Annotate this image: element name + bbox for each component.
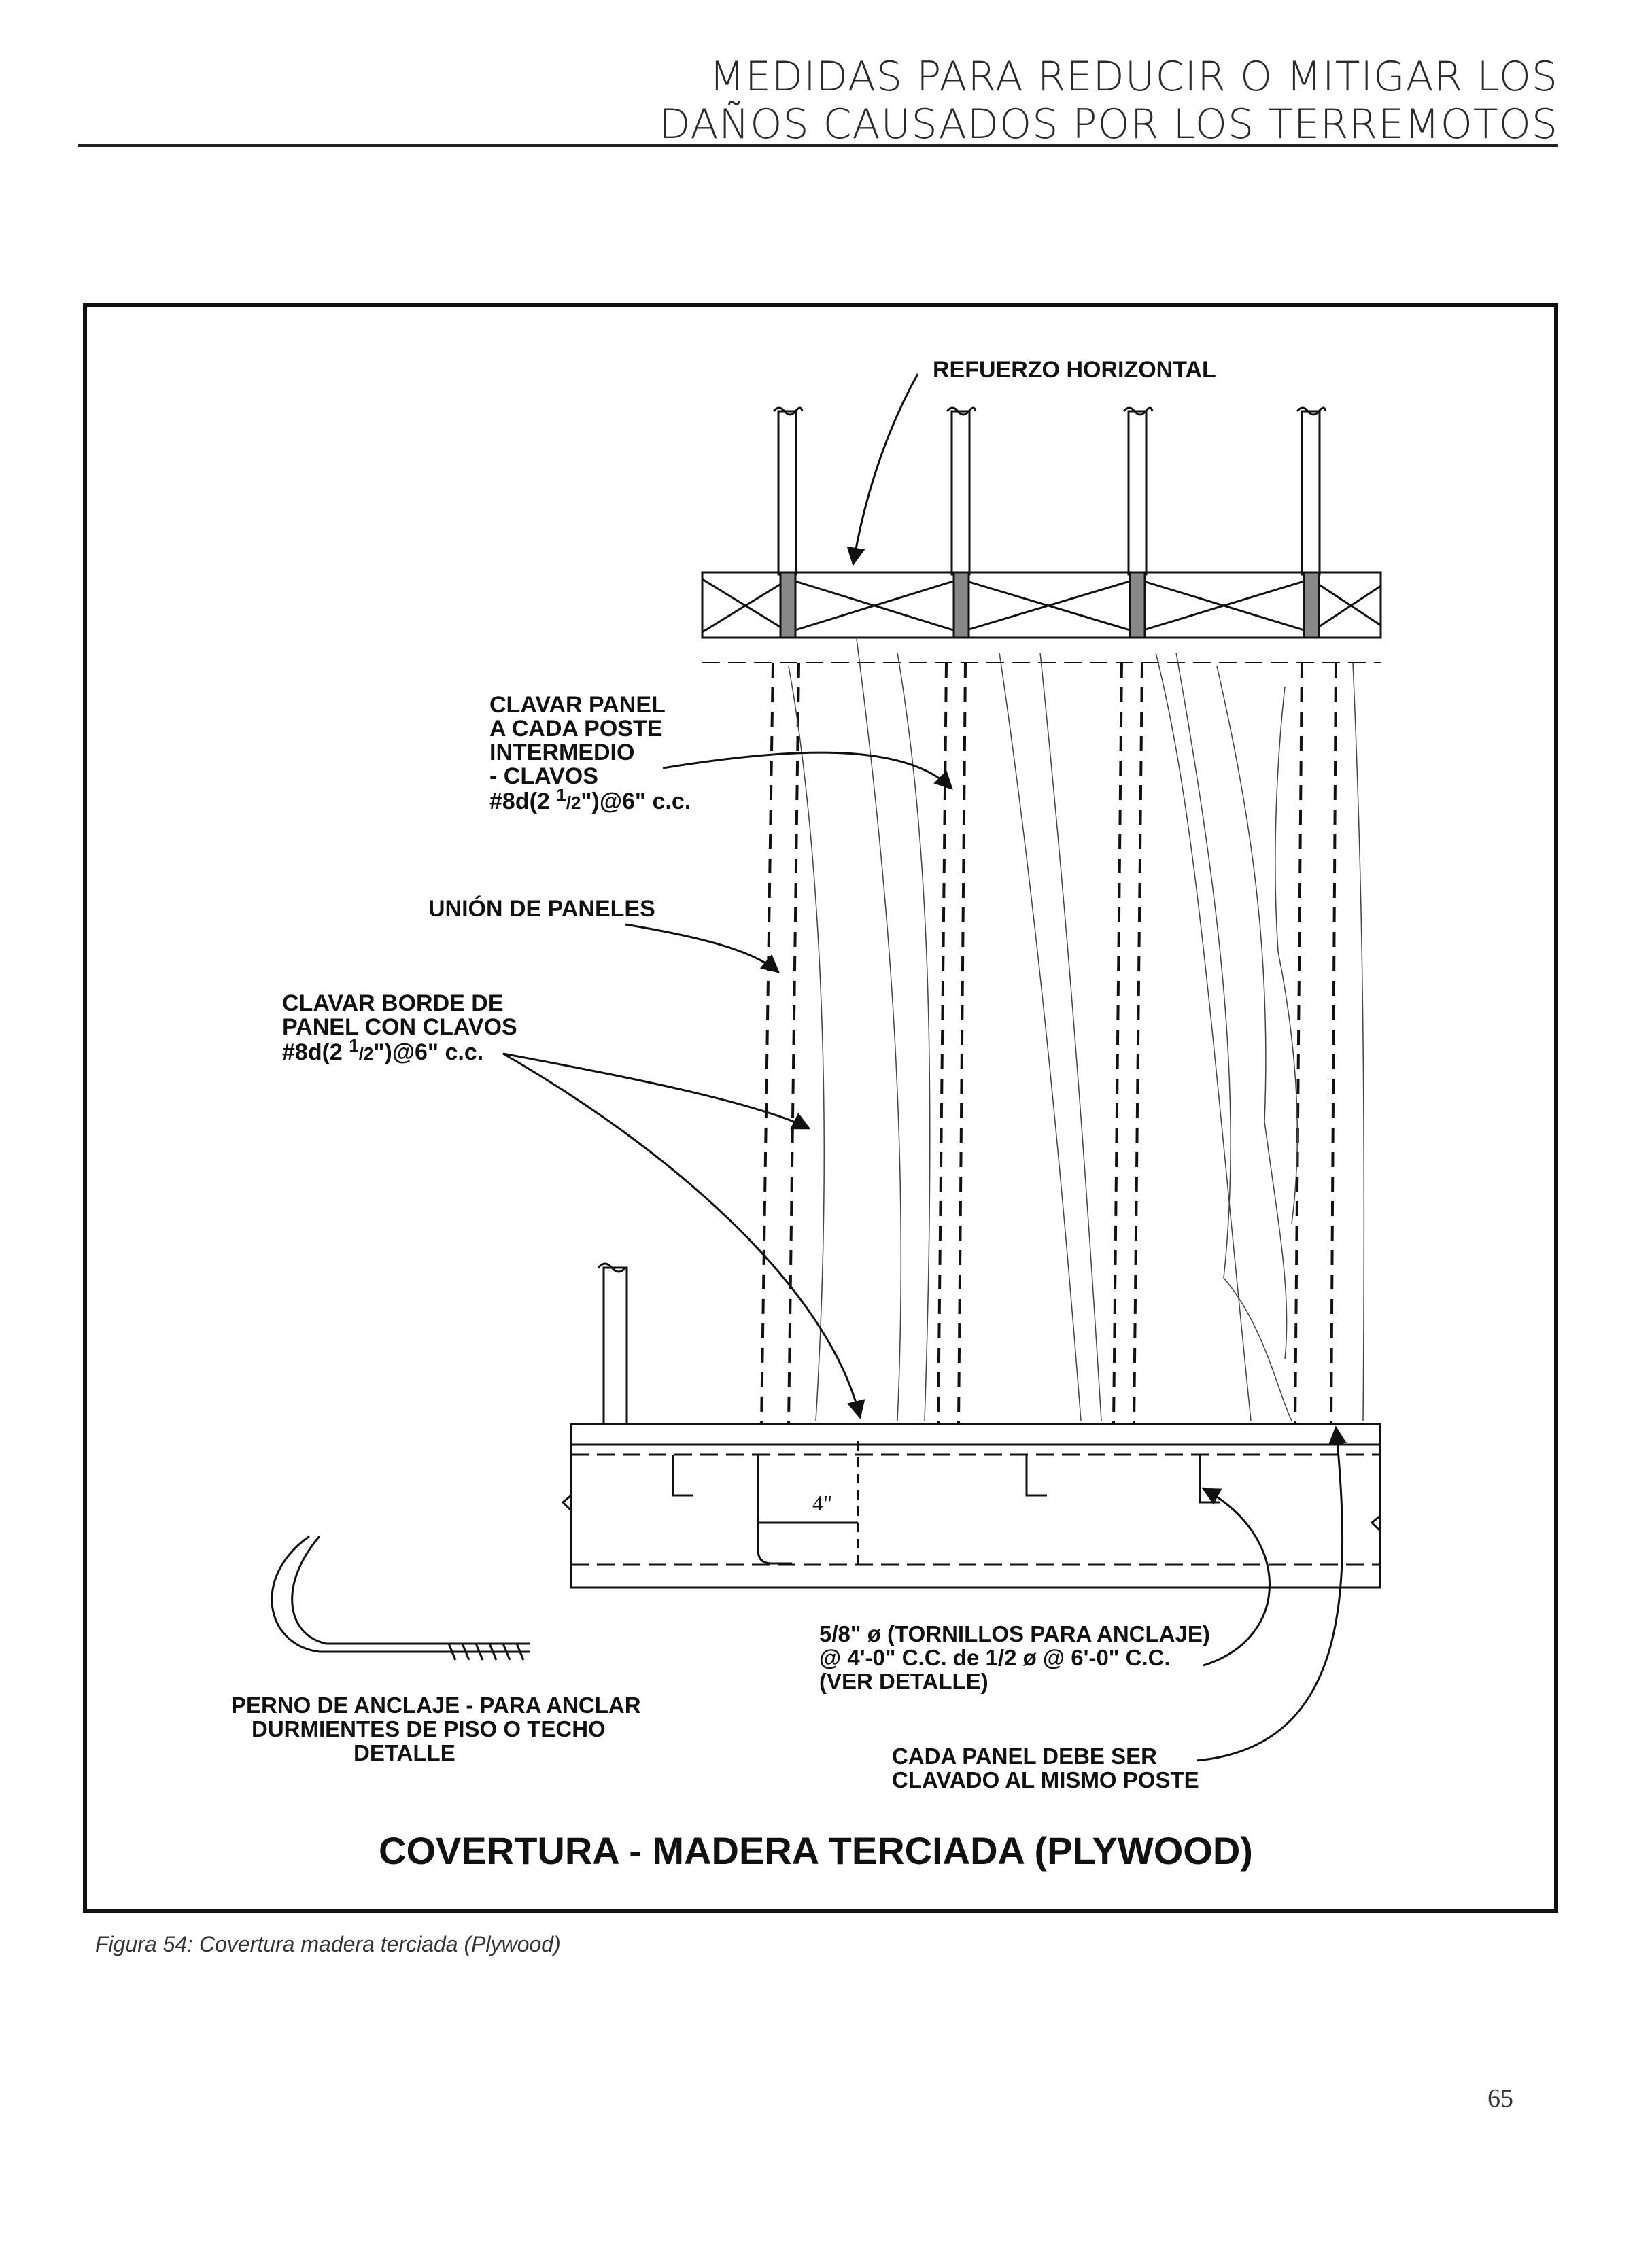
header-line-1: MEDIDAS PARA REDUCIR O MITIGAR LOS <box>709 53 1558 101</box>
header-rule <box>78 144 1558 147</box>
tornillos-line-1: 5/8" ø (TORNILLOS PARA ANCLAJE) <box>819 1621 1210 1646</box>
figure-frame <box>83 303 1558 1913</box>
clavar-borde-nail-sup: 1 <box>349 1035 358 1056</box>
clavar-panel-line-4: - CLAVOS <box>489 763 598 789</box>
union-label: UNIÓN DE PANELES <box>428 896 655 922</box>
cada-panel-line-1: CADA PANEL DEBE SER <box>892 1744 1157 1769</box>
clavar-borde-line-2: PANEL CON CLAVOS <box>282 1014 517 1040</box>
clavar-borde-nail-sub: /2 <box>359 1043 374 1064</box>
anchor-bolt-detail <box>271 1535 530 1661</box>
clavar-panel-nail-sup: 1 <box>556 784 566 805</box>
perno-line-2: DURMIENTES DE PISO O TECHO <box>252 1716 606 1742</box>
clavar-panel-nail-sub: /2 <box>566 793 581 813</box>
figure-title: COVERTURA - MADERA TERCIADA (PLYWOOD) <box>379 1829 1253 1872</box>
clavar-borde-nail-spec: #8d(2 1/2")@6" c.c. <box>282 1035 483 1065</box>
stud-columns <box>760 662 1337 1425</box>
clavar-panel-line-3: INTERMEDIO <box>489 740 634 765</box>
leader-arrows <box>502 373 1347 1762</box>
page-number: 65 <box>1487 2084 1513 2113</box>
clavar-borde-nail-part-1: #8d(2 <box>282 1039 349 1065</box>
clavar-panel-nail-spec: #8d(2 1/2")@6" c.c. <box>489 784 691 814</box>
clavar-borde-line-1: CLAVAR BORDE DE <box>282 990 504 1016</box>
perno-line-3: DETALLE <box>354 1740 455 1765</box>
four-inch-label: 4" <box>812 1491 832 1515</box>
clavar-borde-nail-part-2: ")@6" c.c. <box>373 1039 483 1065</box>
top-plate-bracing <box>701 571 1382 663</box>
wood-grain <box>788 638 1365 1421</box>
clavar-panel-line-2: A CADA POSTE <box>489 716 662 742</box>
sill-plate-foundation <box>561 1423 1381 1589</box>
cada-panel-line-2: CLAVADO AL MISMO POSTE <box>892 1767 1199 1792</box>
page-header: MEDIDAS PARA REDUCIR O MITIGAR LOS DAÑOS… <box>659 53 1558 148</box>
clavar-panel-nail-part-1: #8d(2 <box>489 789 556 814</box>
refuerzo-label: REFUERZO HORIZONTAL <box>933 357 1216 383</box>
perno-line-1: PERNO DE ANCLAJE - PARA ANCLAR <box>231 1693 641 1718</box>
tornillos-line-2: @ 4'-0" C.C. de 1/2 ø @ 6'-0" C.C. <box>819 1645 1171 1670</box>
header-line-2: DAÑOS CAUSADOS POR LOS TERREMOTOS <box>659 101 1558 148</box>
tornillos-line-3: (VER DETALLE) <box>819 1669 988 1694</box>
clavar-panel-nail-part-2: ")@6" c.c. <box>581 789 691 814</box>
clavar-panel-line-1: CLAVAR PANEL <box>489 692 666 718</box>
figure-caption: Figura 54: Covertura madera terciada (Pl… <box>95 1932 561 1956</box>
